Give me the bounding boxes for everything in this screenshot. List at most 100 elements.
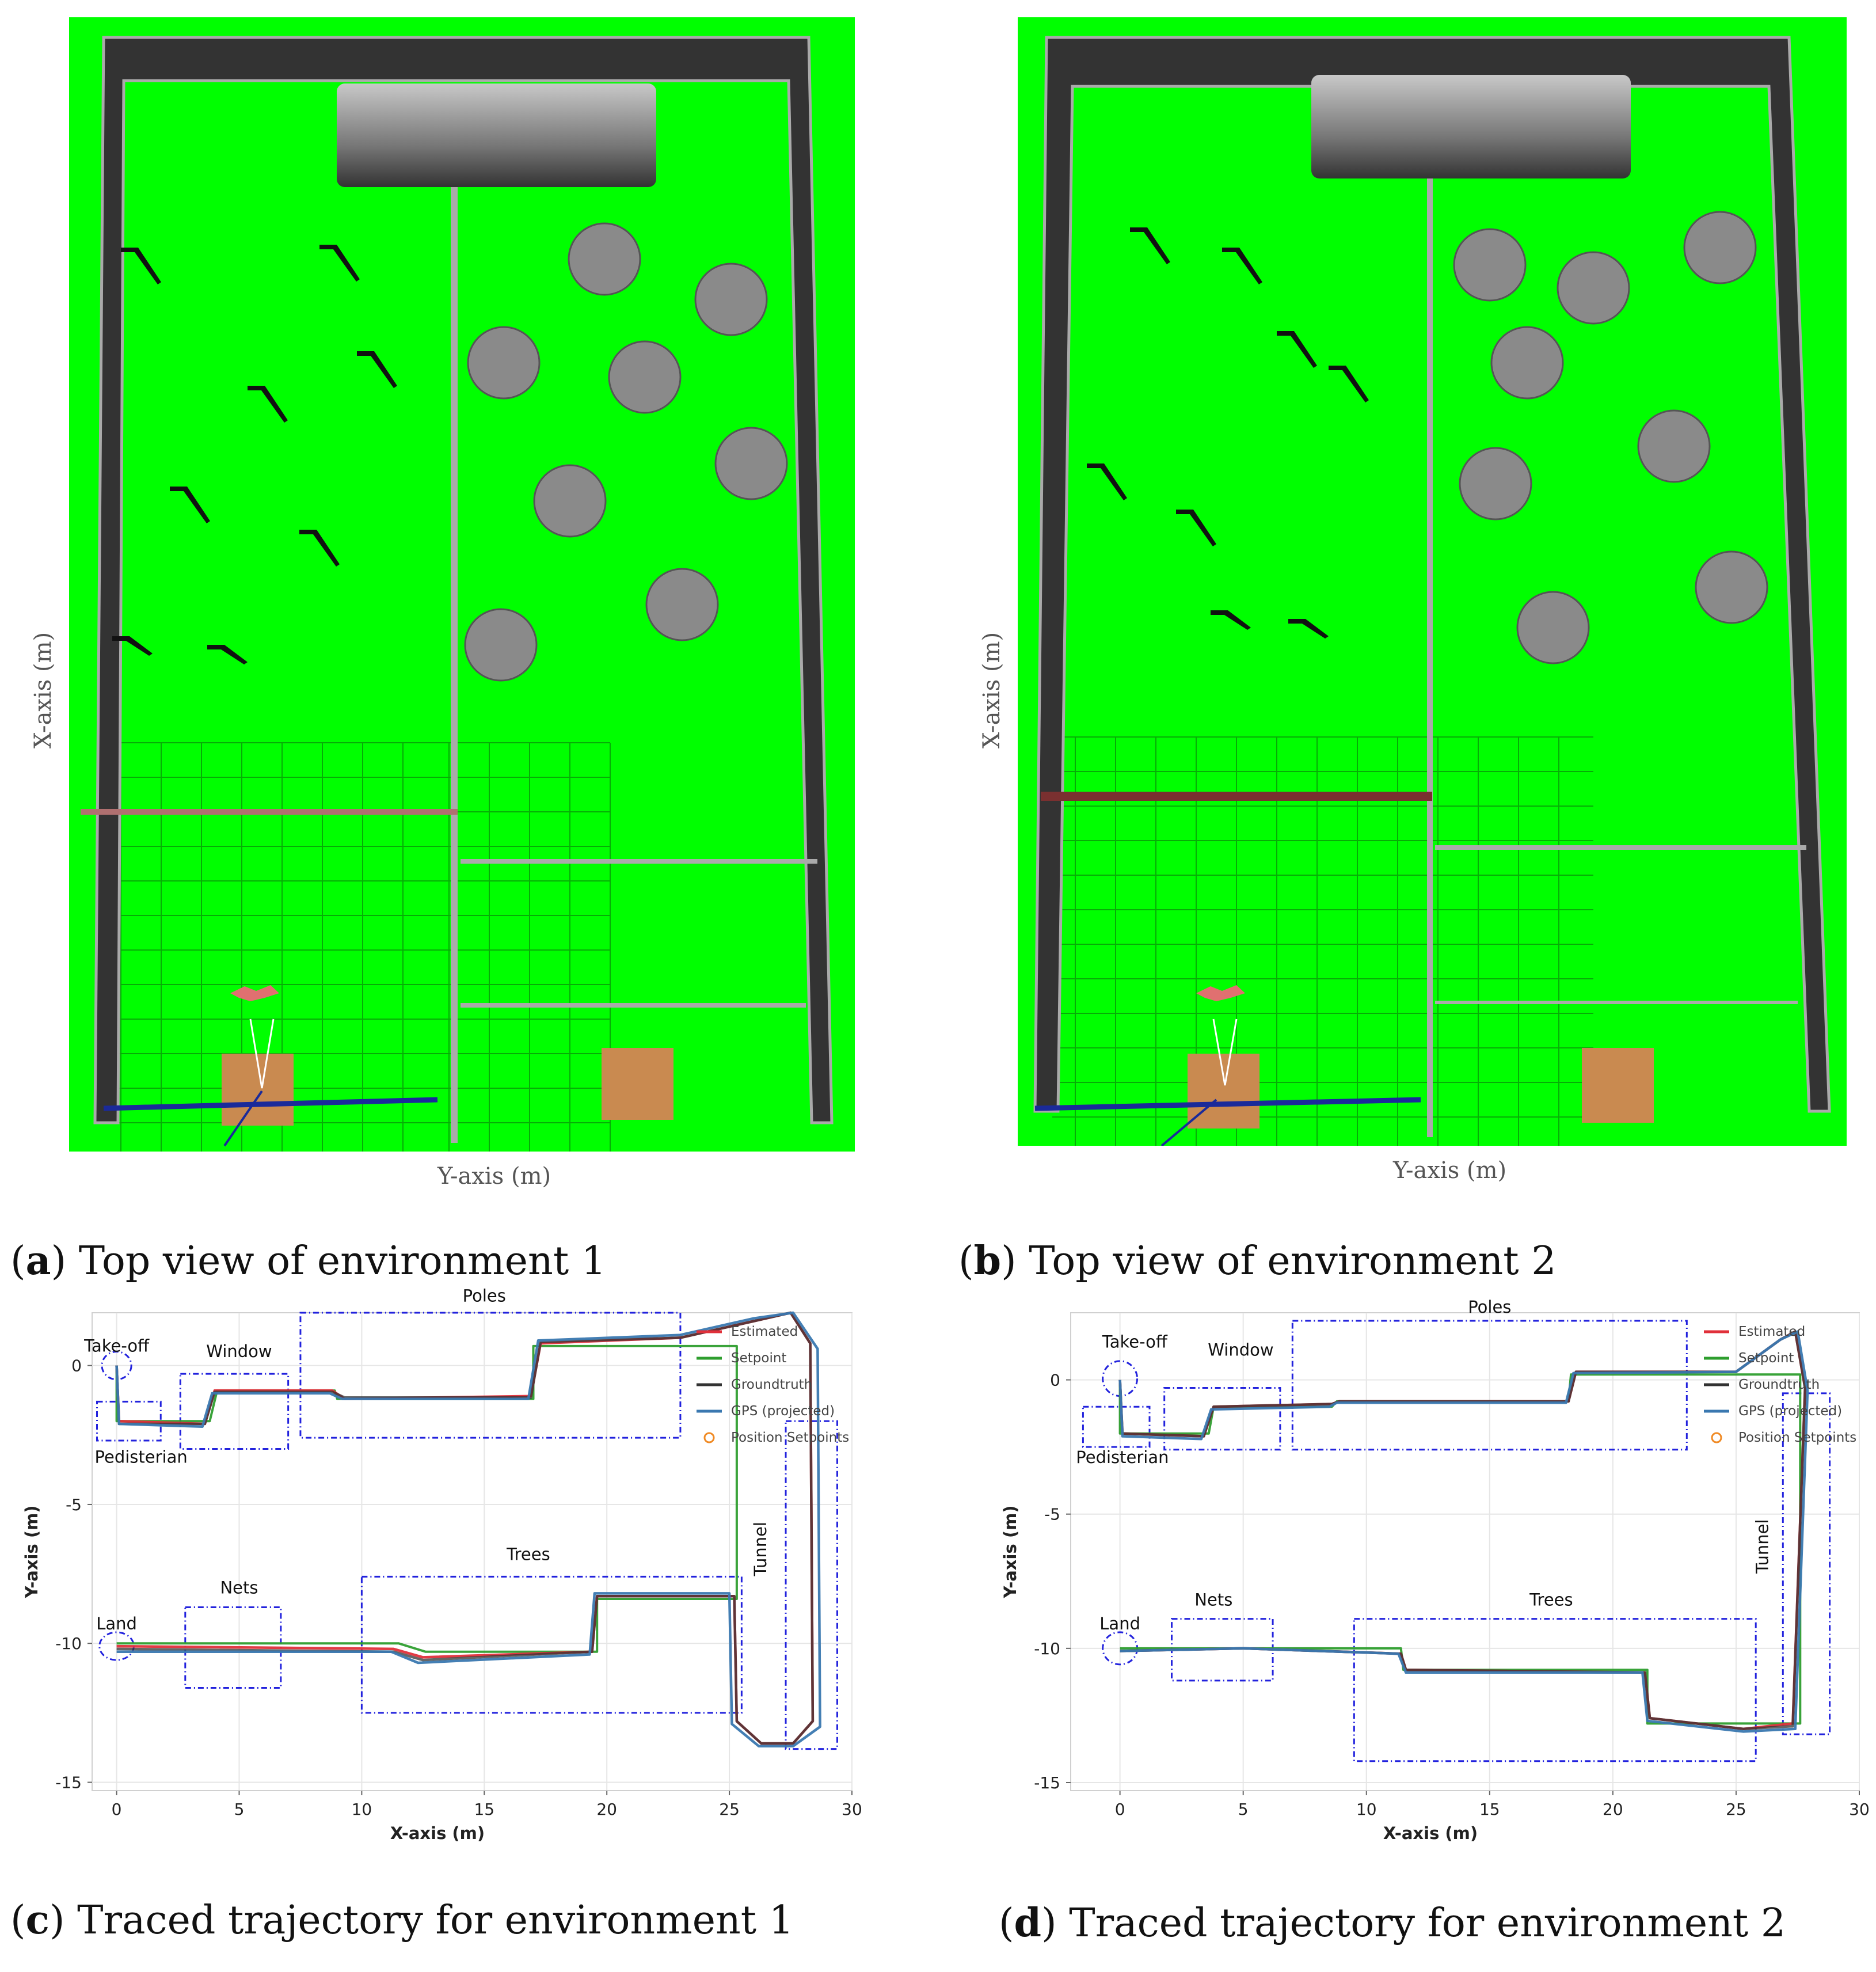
x-tick-label: 5 (1238, 1800, 1249, 1819)
panel-d-letter: d (1014, 1900, 1042, 1946)
series-line-setpoint (115, 1344, 738, 1653)
center-divider (1427, 178, 1433, 1137)
tree-clusters (1453, 211, 1768, 664)
series-line-setpoint (1118, 1373, 1802, 1725)
path-trace-2 (223, 1090, 263, 1147)
series-line-gps-projected (1118, 1330, 1809, 1733)
landing-pad (1582, 1048, 1654, 1123)
annotation-box (360, 1575, 743, 1714)
panel-c-caption: (c) Traced trajectory for environment 1 (10, 1897, 794, 1943)
annotation-label: Poles (1468, 1297, 1511, 1317)
y-tick-label: -15 (1034, 1773, 1060, 1792)
annotation-label: Trees (506, 1544, 550, 1564)
window-bar (1041, 792, 1432, 801)
x-axis-label: X-axis (m) (1383, 1823, 1478, 1843)
panel-b-ylabel: X-axis (m) (979, 632, 1005, 748)
path-trace (1034, 1097, 1421, 1111)
path-trace (103, 1097, 438, 1111)
y-tick-label: -5 (1044, 1505, 1060, 1524)
annotation-box (1782, 1392, 1831, 1735)
annotation-box (1353, 1618, 1757, 1762)
annotation-label: Pedisterian (95, 1447, 188, 1467)
legend-label: Setpoint (1738, 1351, 1794, 1366)
annotation-label: Nets (1194, 1590, 1232, 1609)
x-tick-label: 0 (112, 1800, 122, 1819)
legend-label: Estimated (1738, 1324, 1805, 1339)
net-bar-2 (1435, 1001, 1798, 1004)
y-tick-label: -10 (1034, 1639, 1060, 1658)
drone-model (1196, 985, 1245, 1001)
annotation-label: Take-off (1102, 1332, 1168, 1352)
arena-wall (93, 36, 834, 1124)
y-tick-label: -15 (55, 1773, 82, 1792)
series-line-gps-projected (115, 1311, 821, 1748)
x-tick-label: 15 (1479, 1800, 1500, 1819)
panel-a-caption: (a) Top view of environment 1 (10, 1238, 607, 1284)
panel-b-letter: b (973, 1238, 1002, 1284)
sim-view-env2 (1018, 17, 1847, 1146)
annotation-label: Window (1208, 1340, 1273, 1360)
annotation-label: Take-off (83, 1336, 150, 1356)
y-tick-label: -5 (66, 1495, 82, 1514)
legend-label: Estimated (731, 1324, 798, 1339)
y-axis-label: Y-axis (m) (1000, 1505, 1020, 1598)
y-tick-label: 0 (71, 1357, 82, 1376)
panel-d-caption-text: Traced trajectory for environment 2 (1069, 1901, 1786, 1946)
tunnel-cylinder (1311, 75, 1631, 178)
net-bar-2 (461, 1003, 806, 1008)
x-tick-label: 30 (842, 1800, 862, 1819)
drone-model (230, 985, 279, 1001)
x-tick-label: 20 (1603, 1800, 1623, 1819)
annotation-box (1291, 1320, 1688, 1451)
panel-a-ylabel: X-axis (m) (30, 632, 56, 748)
x-tick-label: 10 (1356, 1800, 1377, 1819)
floor-grid (1052, 736, 1593, 1146)
legend-label: Setpoint (731, 1351, 786, 1366)
legend-label: Groundtruth (1738, 1377, 1820, 1392)
legend-label: GPS (projected) (1738, 1404, 1842, 1419)
tunnel-cylinder (337, 83, 656, 187)
path-trace-2 (1160, 1099, 1217, 1146)
arena-wall (1033, 36, 1831, 1113)
net-bar-1 (1435, 845, 1806, 850)
annotation-box (1082, 1405, 1151, 1448)
legend-marker (703, 1432, 715, 1443)
x-tick-label: 25 (1726, 1800, 1746, 1819)
x-tick-label: 25 (719, 1800, 740, 1819)
panel-a-caption-text: Top view of environment 1 (78, 1238, 607, 1284)
plot-area (1070, 1312, 1860, 1791)
annotation-box (299, 1312, 682, 1439)
y-tick-label: 0 (1050, 1371, 1060, 1390)
x-tick-label: 0 (1115, 1800, 1125, 1819)
annotation-label: Poles (463, 1286, 506, 1306)
panel-c-letter: c (25, 1897, 50, 1943)
ground-plane (69, 17, 855, 1152)
y-tick-label: -10 (55, 1634, 82, 1653)
landing-pad (602, 1048, 673, 1120)
x-axis-label: X-axis (m) (390, 1823, 485, 1843)
legend-label: Groundtruth (731, 1377, 812, 1392)
camera-frustum (249, 1019, 275, 1089)
tree-clusters (464, 222, 788, 682)
panel-c-caption-text: Traced trajectory for environment 1 (77, 1898, 794, 1943)
annotation-label: Land (1099, 1614, 1140, 1633)
sim-scene-env1 (69, 17, 855, 1152)
legend-label: Position Setpoints (731, 1430, 849, 1445)
annotation-label: Window (206, 1342, 272, 1361)
legend-marker (1711, 1432, 1722, 1443)
sim-view-env1 (69, 17, 855, 1152)
window-bar (81, 809, 458, 815)
x-tick-label: 10 (352, 1800, 372, 1819)
pedestrian-figures (112, 245, 397, 664)
net-bar-1 (461, 859, 817, 864)
camera-frustum (1212, 1019, 1238, 1086)
panel-b-caption: (b) Top view of environment 2 (958, 1238, 1557, 1284)
annotation-label: Tunnel (1753, 1519, 1772, 1574)
y-axis-label: Y-axis (m) (22, 1505, 41, 1598)
annotation-label: Land (96, 1614, 137, 1633)
pedestrian-figures (1087, 227, 1369, 639)
